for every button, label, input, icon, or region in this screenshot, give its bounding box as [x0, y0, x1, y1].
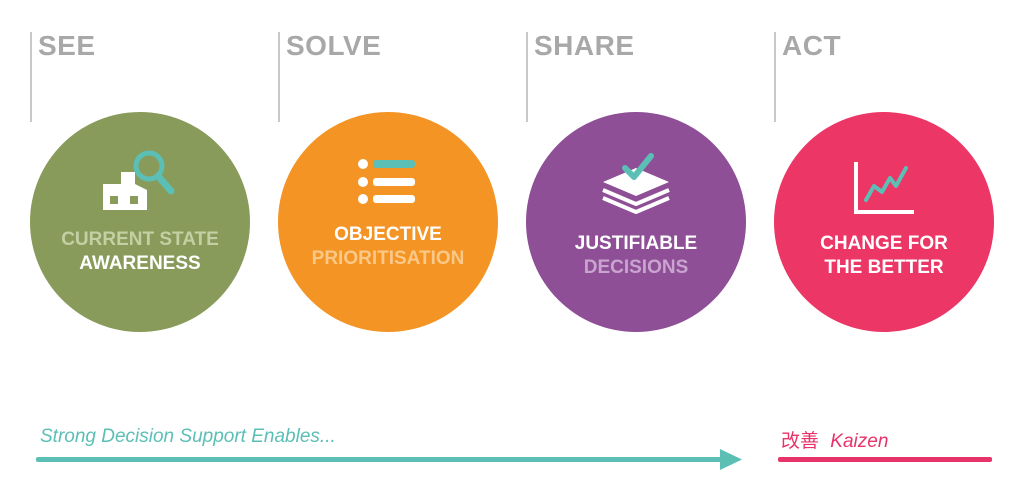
circle-solve: OBJECTIVE PRIORITISATION: [278, 112, 498, 332]
circle-line1: JUSTIFIABLE: [574, 233, 698, 254]
circle-line1: CURRENT STATE: [61, 229, 219, 250]
stage-label: ACT: [782, 30, 842, 61]
stage-label: SHARE: [534, 30, 635, 61]
stage-divider: [278, 32, 280, 122]
stage-label: SEE: [38, 30, 96, 61]
kaizen-caption: 改善 Kaizen: [781, 426, 888, 453]
stage-divider: [774, 32, 776, 122]
kaizen-word: Kaizen: [830, 431, 889, 452]
priority-list-icon: [358, 159, 415, 204]
circle-line1: CHANGE FOR: [820, 233, 948, 254]
enables-caption: Strong Decision Support Enables...: [40, 426, 336, 447]
circle-line2: AWARENESS: [79, 253, 201, 274]
circle-see: CURRENT STATE AWARENESS: [30, 112, 250, 332]
stage-divider: [526, 32, 528, 122]
circle-line2: DECISIONS: [583, 257, 689, 278]
circle-act: CHANGE FOR THE BETTER: [774, 112, 994, 332]
circle-share: JUSTIFIABLE DECISIONS: [526, 112, 746, 332]
circle-line1: OBJECTIVE: [334, 224, 442, 245]
stage-see: SEE: [30, 0, 262, 340]
stage-label: SOLVE: [286, 30, 382, 61]
kaizen-underline: [778, 457, 992, 462]
stage-divider: [30, 32, 32, 122]
kaizen-kanji: 改善: [781, 430, 820, 452]
circle-line2: THE BETTER: [824, 257, 944, 278]
stage-share: SHARE: [526, 0, 758, 340]
stage-act: ACT: [774, 0, 1006, 340]
factory-magnifier-icon: [103, 150, 175, 210]
line-chart-icon: [854, 162, 914, 214]
arrow-right-icon: [36, 449, 742, 470]
circle-line2: PRIORITISATION: [311, 248, 465, 269]
stage-solve: SOLVE: [278, 0, 510, 340]
checked-stack-icon: [602, 153, 670, 214]
